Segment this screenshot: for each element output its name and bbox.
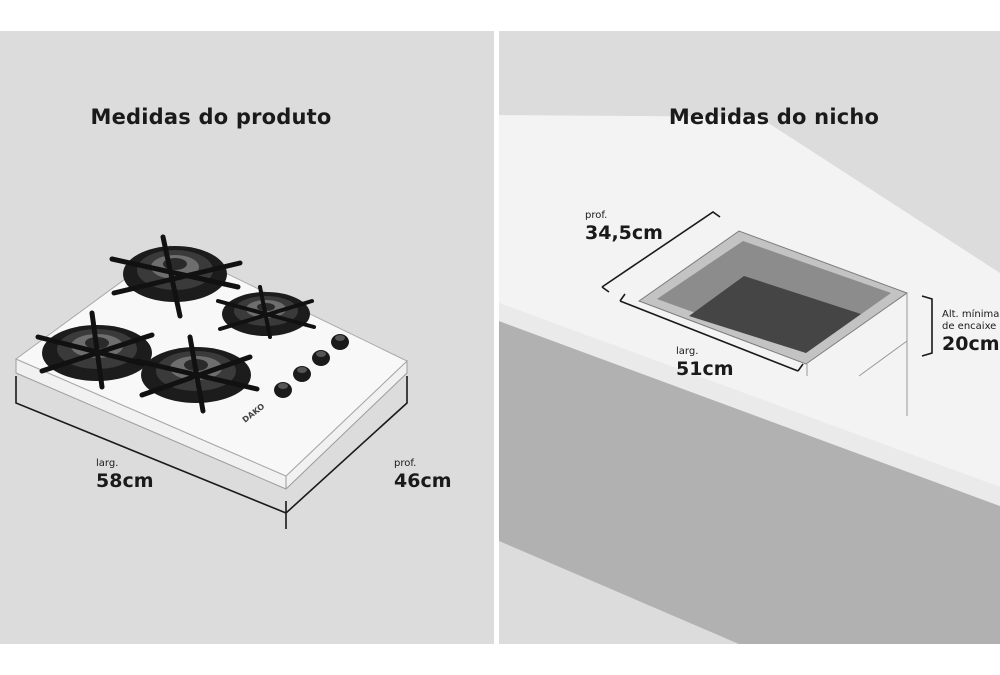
niche-depth-dimension: prof. 34,5cm [585,211,663,243]
product-depth-label: prof. [394,458,417,469]
niche-width-dimension: larg. 51cm [676,347,734,379]
niche-title: Medidas do nicho [668,105,880,129]
product-depth-value: 46cm [394,470,452,492]
burner-back [109,234,243,319]
niche-depth-value: 34,5cm [585,222,663,244]
niche-height-dimension: Alt. mínima de encaixe 20cm [942,309,1000,354]
cabinet-front [499,321,1000,644]
niche-width-label: larg. [676,346,699,357]
counter-front-edge [499,303,1000,506]
niche-depth-dimension-line [601,211,721,293]
product-title: Medidas do produto [90,105,332,129]
product-width-value: 58cm [96,470,154,492]
niche-dimensions-panel: Medidas do nicho prof. 34,5cm larg. 51cm… [499,31,1000,644]
product-dimensions-panel: DAKO Medidas do produto larg. 58cm prof.… [0,31,494,644]
product-width-dimension: larg. 58cm [96,459,154,491]
control-knobs [274,334,349,398]
niche-width-value: 51cm [676,358,734,380]
niche-height-label: Alt. mínima de encaixe [942,309,1000,332]
countertop-illustration [499,115,1000,644]
product-width-label: larg. [96,458,119,469]
product-depth-dimension: prof. 46cm [394,459,452,491]
width-dimension-line [15,376,287,529]
niche-height-dimension-line [921,295,933,357]
burner-front [134,334,260,414]
niche-floor [689,276,861,353]
cooktop-illustration: DAKO [15,234,408,529]
burner-right [216,285,316,339]
depth-dimension-line [285,376,408,514]
niche-width-dimension-line [619,293,804,372]
burner-left [35,310,159,390]
niche-depth-label: prof. [585,210,608,221]
niche-height-value: 20cm [942,333,1000,355]
